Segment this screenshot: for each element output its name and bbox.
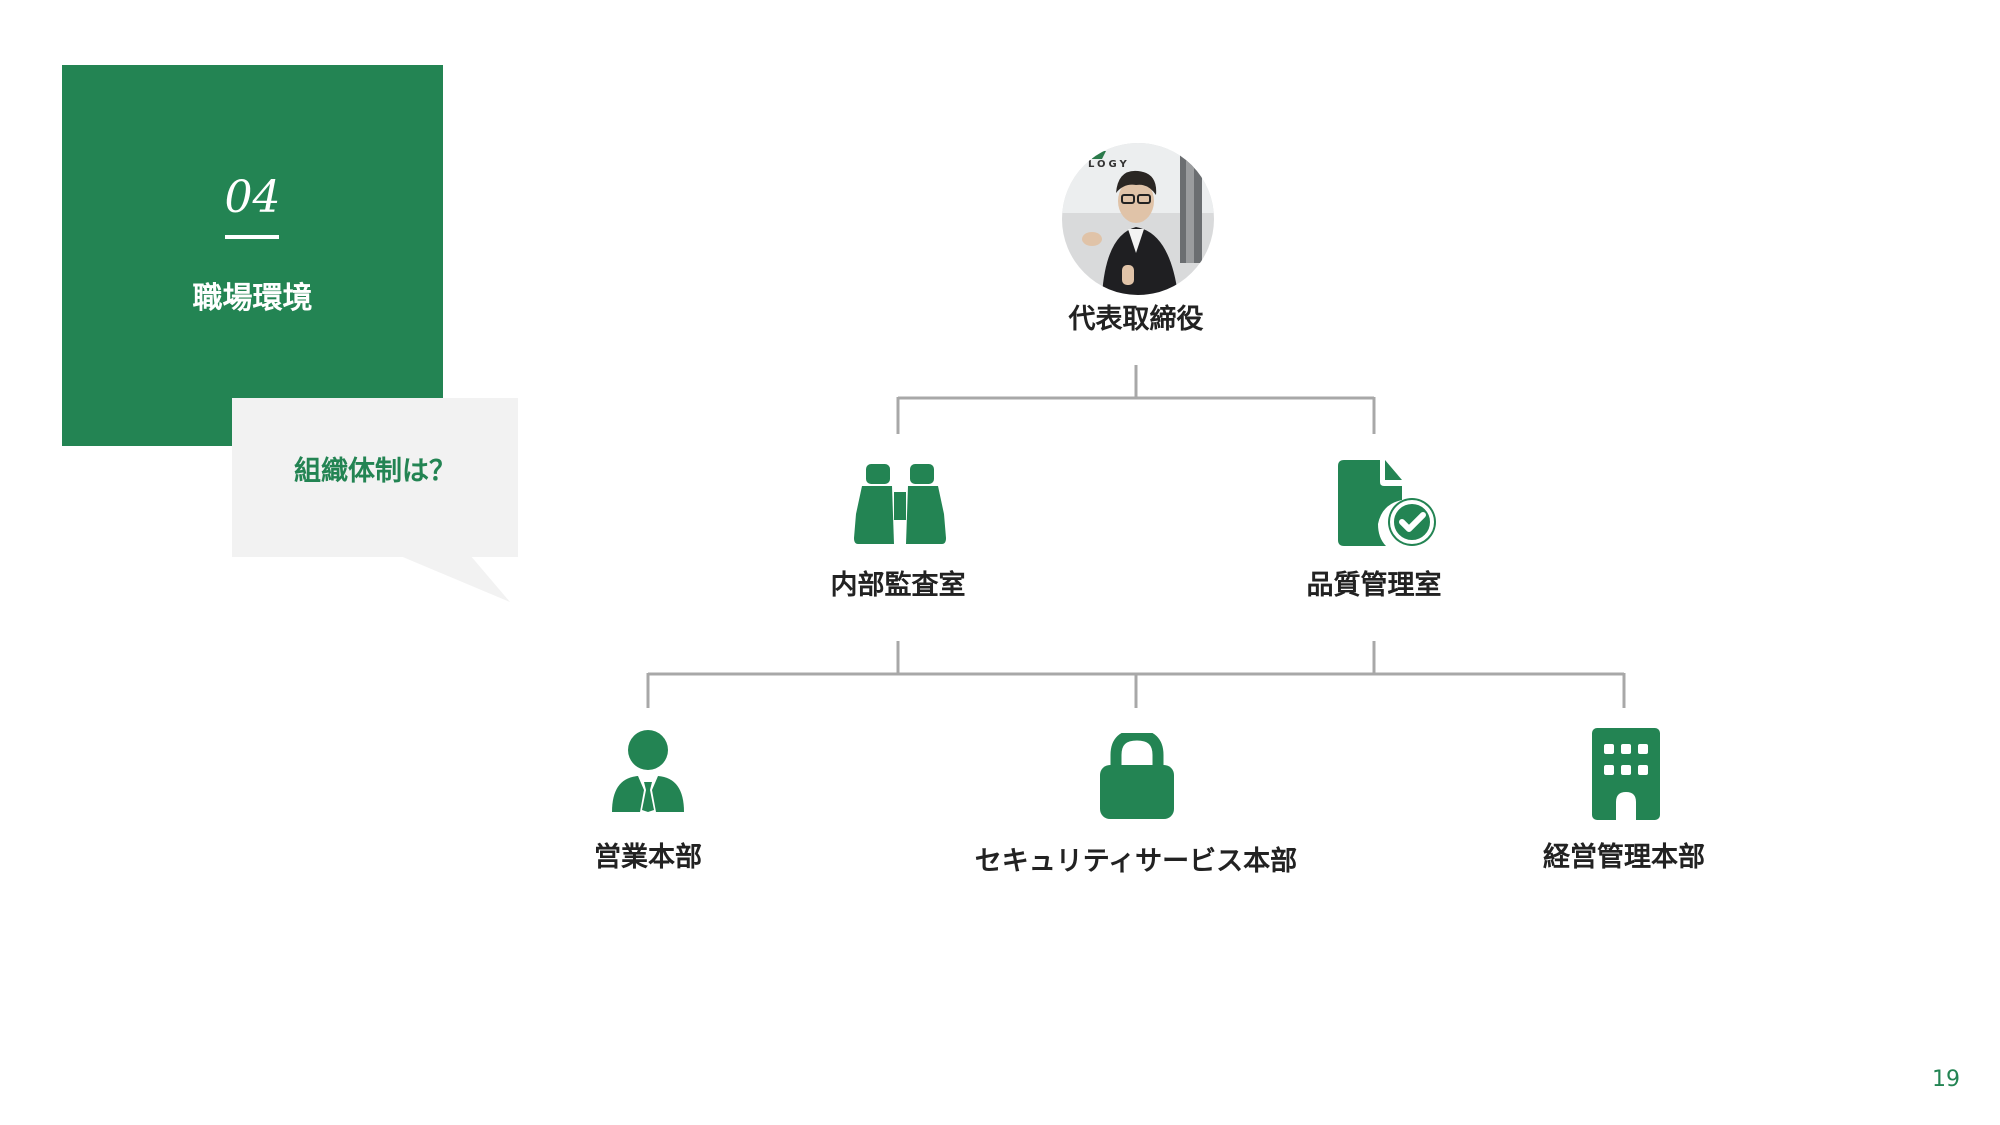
ceo-photo: LOGY xyxy=(1062,143,1214,295)
binoculars-icon xyxy=(854,462,946,544)
ceo-label: 代表取締役 xyxy=(1036,302,1236,338)
section-number-underline xyxy=(225,235,279,239)
avatar-background-text: LOGY xyxy=(1088,159,1130,170)
lock-icon xyxy=(1100,733,1174,819)
sales-division-label: 営業本部 xyxy=(548,840,748,876)
security-services-division-label: セキュリティサービス本部 xyxy=(936,844,1336,880)
speech-bubble-text: 組織体制は？ xyxy=(232,452,518,492)
internal-audit-label: 内部監査室 xyxy=(798,568,998,604)
corporate-management-division-label: 経営管理本部 xyxy=(1524,840,1724,876)
businessman-icon xyxy=(612,730,684,812)
office-building-icon xyxy=(1592,728,1660,820)
section-badge: 04 職場環境 xyxy=(62,65,443,446)
quality-management-label: 品質管理室 xyxy=(1274,568,1474,604)
file-check-icon xyxy=(1338,460,1438,548)
section-title: 職場環境 xyxy=(62,279,443,319)
section-number: 04 xyxy=(62,173,443,223)
page-number: 19 xyxy=(1932,1067,1960,1092)
ceo-avatar: LOGY xyxy=(1062,143,1214,295)
